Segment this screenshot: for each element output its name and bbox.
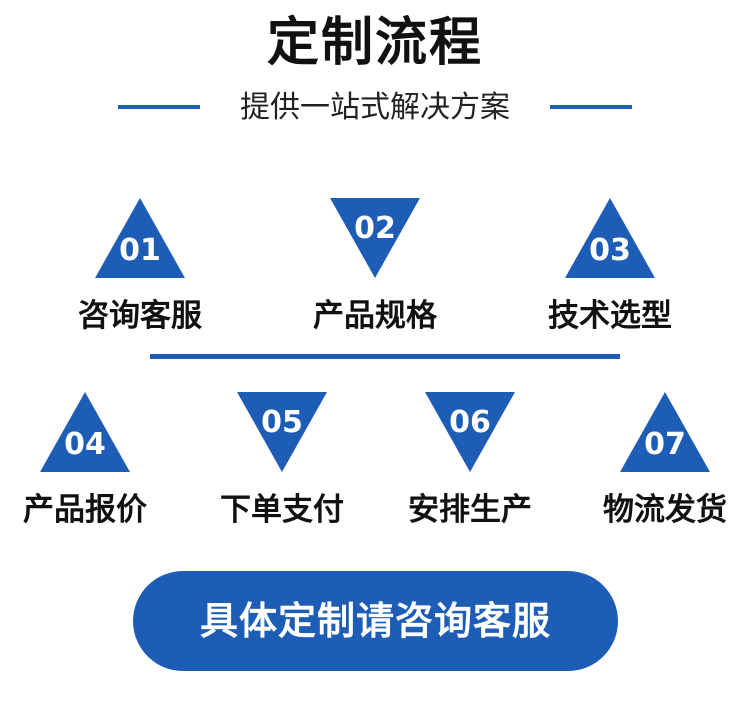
step-2-triangle [330, 198, 420, 278]
step-7: 07 物流发货 [570, 392, 750, 542]
step-4-triangle [40, 392, 130, 472]
step-6-number: 06 [449, 405, 491, 440]
step-6-triangle [425, 392, 515, 472]
subtitle-line-right [550, 105, 632, 109]
step-3-triangle [565, 198, 655, 278]
step-1-number: 01 [119, 233, 161, 268]
step-5-label: 下单支付 [220, 492, 344, 528]
step-1: 01 咨询客服 [45, 198, 235, 348]
step-5-triangle [237, 392, 327, 472]
subtitle-line-left [118, 105, 200, 109]
step-2-number: 02 [354, 211, 396, 246]
step-4-number: 04 [64, 427, 106, 462]
step-4-label: 产品报价 [23, 492, 147, 528]
step-6: 06 安排生产 [375, 392, 565, 542]
step-2-label: 产品规格 [313, 298, 437, 334]
step-7-triangle [620, 392, 710, 472]
step-3: 03 技术选型 [515, 198, 705, 348]
step-2: 02 产品规格 [280, 198, 470, 348]
step-1-label: 咨询客服 [78, 298, 202, 334]
row-divider [150, 354, 620, 359]
step-7-triangle-icon: 07 [620, 392, 710, 472]
step-4: 04 产品报价 [0, 392, 180, 542]
step-7-number: 07 [644, 427, 686, 462]
step-5-number: 05 [261, 405, 303, 440]
page-subtitle: 提供一站式解决方案 [240, 90, 510, 125]
step-3-triangle-icon: 03 [565, 198, 655, 278]
contact-service-button[interactable]: 具体定制请咨询客服 [133, 571, 618, 671]
step-6-triangle-icon: 06 [425, 392, 515, 472]
page-title: 定制流程 [266, 13, 483, 73]
step-6-label: 安排生产 [408, 492, 532, 528]
step-2-triangle-icon: 02 [330, 198, 420, 278]
step-1-triangle [95, 198, 185, 278]
step-7-label: 物流发货 [603, 492, 727, 528]
step-1-triangle-icon: 01 [95, 198, 185, 278]
step-3-label: 技术选型 [548, 298, 672, 334]
step-5-triangle-icon: 05 [237, 392, 327, 472]
step-4-triangle-icon: 04 [40, 392, 130, 472]
step-3-number: 03 [589, 233, 631, 268]
step-5: 05 下单支付 [187, 392, 377, 542]
